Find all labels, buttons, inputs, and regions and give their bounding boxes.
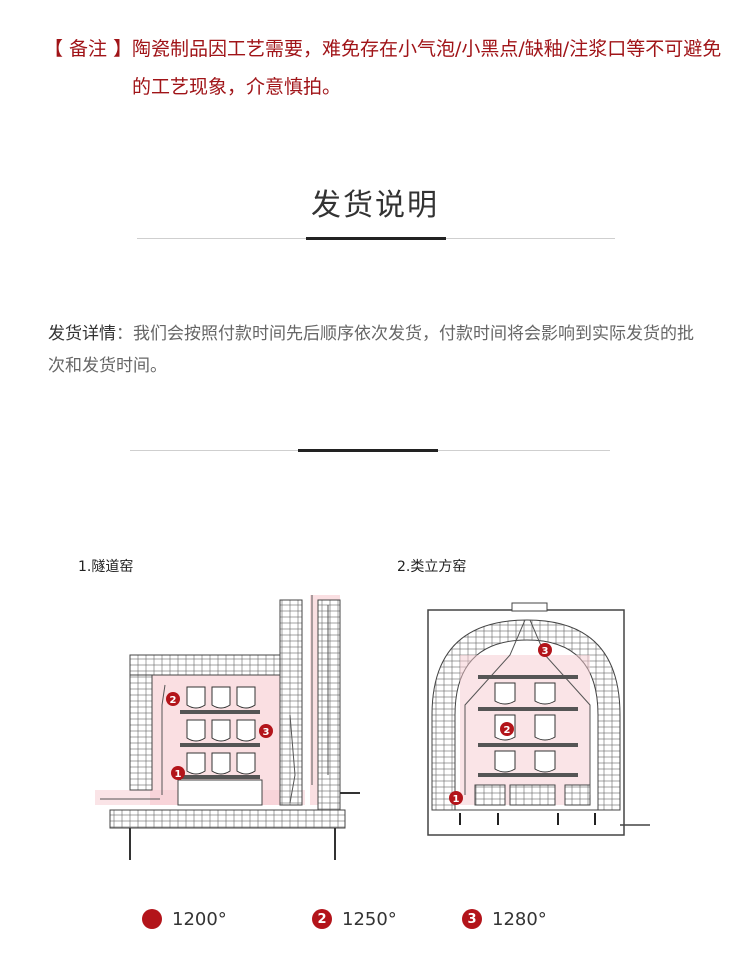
marker-2: 2 (504, 725, 511, 736)
marker-3: 3 (263, 727, 270, 738)
marker-1: 1 (175, 769, 182, 780)
remark-tag: 【 备注 】 (44, 38, 133, 60)
cube-kiln-diagram: 1 2 3 (427, 602, 650, 836)
shipping-details: 发货详情：我们会按照付款时间先后顺序依次发货，付款时间将会影响到实际发货的批次和… (48, 318, 698, 382)
shipping-text: ：我们会按照付款时间先后顺序依次发货，付款时间将会影响到实际发货的批次和发货时间… (48, 324, 694, 376)
shipping-label: 发货详情 (48, 324, 116, 344)
legend-marker-3: 3 (462, 909, 482, 929)
marker-3: 3 (542, 646, 549, 657)
legend-temp-1: 1200° (172, 908, 227, 930)
section-underline (298, 449, 438, 452)
legend-1200: 1200° (142, 905, 227, 933)
tunnel-kiln-diagram: 1 2 3 (95, 595, 360, 860)
cube-kiln-label: 2.类立方窑 (397, 559, 467, 575)
legend-temp-3: 1280° (492, 908, 547, 930)
shipping-title: 发货说明 (311, 188, 439, 223)
marker-1: 1 (453, 794, 460, 805)
legend-marker-1 (142, 909, 162, 929)
remark-text: 陶瓷制品因工艺需要，难免存在小气泡/小黑点/缺釉/注浆口等不可避免的工艺现象，介… (132, 38, 722, 98)
legend-marker-2: 2 (312, 909, 332, 929)
title-underline (306, 237, 446, 240)
tunnel-kiln-label: 1.隧道窑 (78, 559, 134, 575)
marker-2: 2 (170, 695, 177, 706)
legend-1250: 2 1250° (312, 905, 397, 933)
legend-temp-2: 1250° (342, 908, 397, 930)
legend-1280: 3 1280° (462, 905, 547, 933)
